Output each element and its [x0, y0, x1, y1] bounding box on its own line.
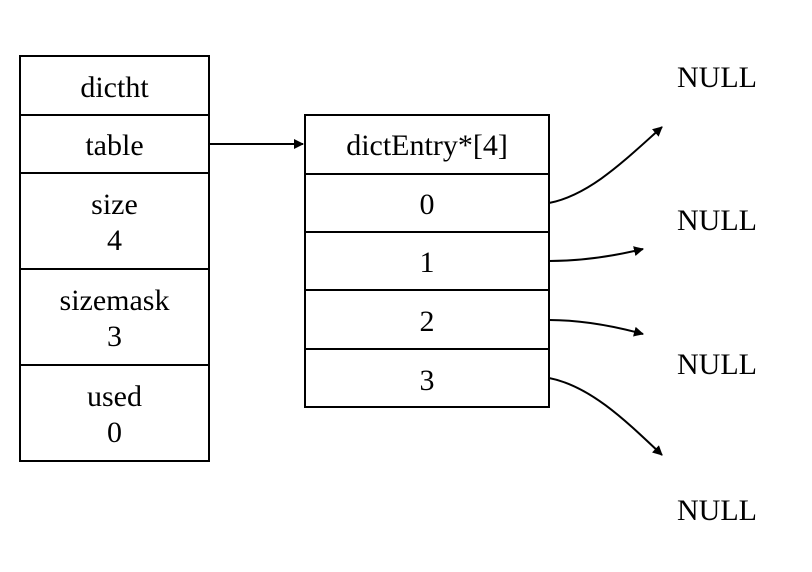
- dict-entry-slot: 2: [420, 305, 435, 338]
- dictht-title: dictht: [80, 71, 149, 104]
- slot-1-null-arrow: [548, 246, 644, 262]
- dict-entry-slot: 1: [420, 246, 435, 279]
- slot-3-null-arrow: [548, 377, 663, 456]
- dictht-used-label: used: [87, 380, 142, 413]
- dict-entry-header: dictEntry*[4]: [346, 129, 508, 162]
- null-label: NULL: [677, 494, 757, 527]
- null-label: NULL: [677, 204, 757, 237]
- slot-2-null-arrow: [548, 319, 644, 337]
- dictht-sizemask-label: sizemask: [60, 284, 170, 317]
- dictht-struct: dictht table size 4 sizemask 3 used 0: [19, 55, 210, 462]
- dict-entry-border: [304, 114, 550, 408]
- dict-entry-array: dictEntry*[4] 0 1 2 3: [304, 114, 550, 408]
- dict-entry-slot: 3: [420, 364, 435, 397]
- dictht-used-value: 0: [107, 416, 122, 449]
- null-label: NULL: [677, 348, 757, 381]
- dictht-table-label: table: [85, 129, 143, 162]
- dictht-size-label: size: [91, 188, 138, 221]
- dictht-border: [19, 55, 210, 462]
- null-label: NULL: [677, 61, 757, 94]
- dictht-size-value: 4: [107, 224, 122, 257]
- dict-entry-slot: 0: [420, 188, 435, 221]
- slot-0-null-arrow: [548, 126, 663, 204]
- dictht-sizemask-value: 3: [107, 320, 122, 353]
